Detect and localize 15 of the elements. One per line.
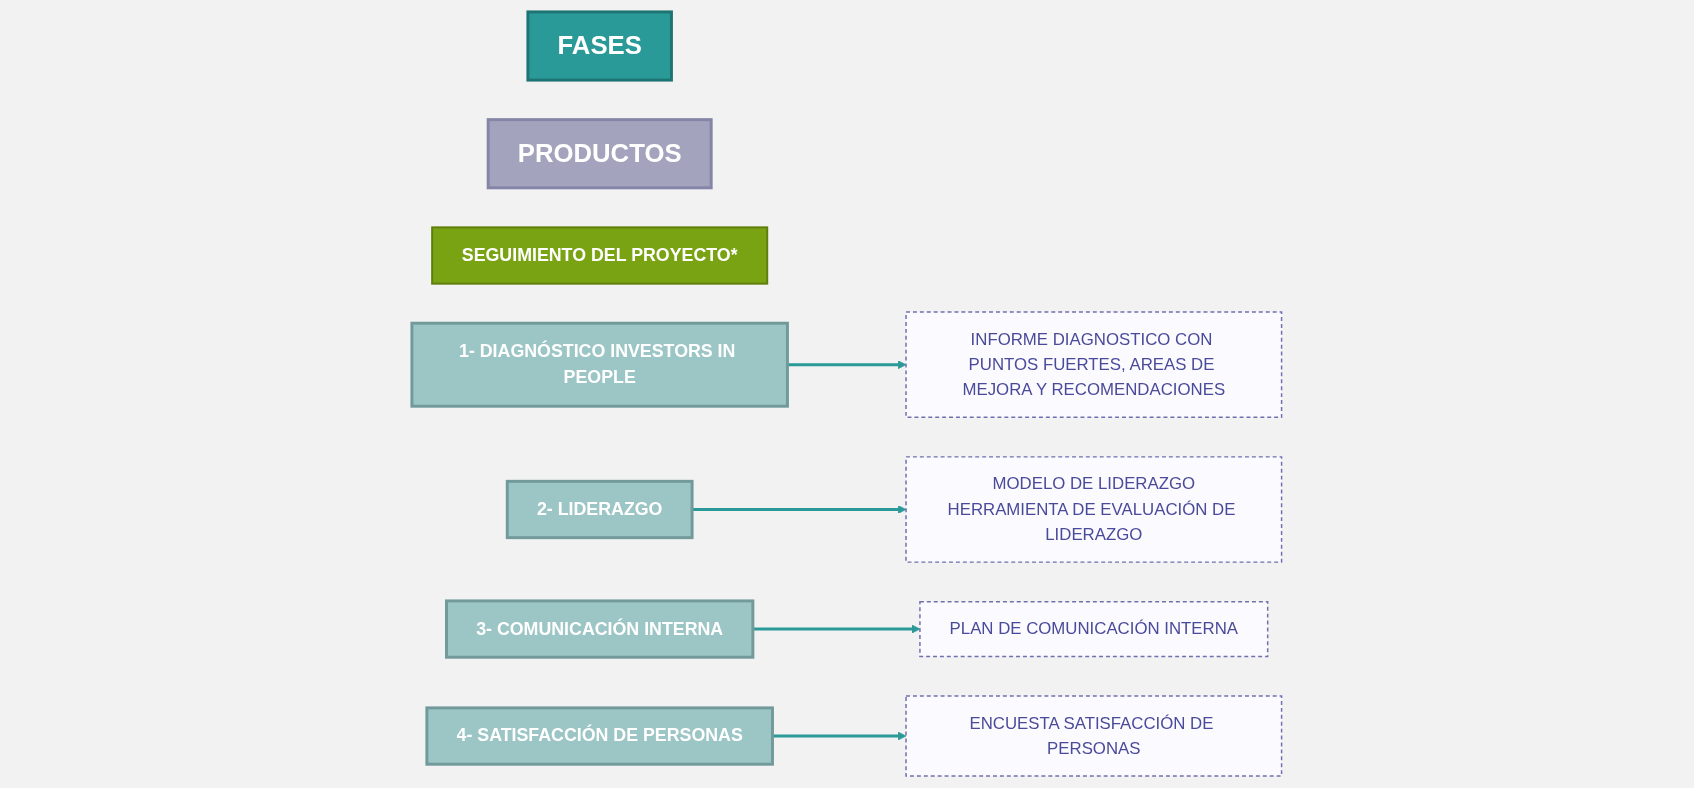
arrow — [753, 624, 921, 634]
node-box: MODELO DE LIDERAZGO HERRAMIENTA DE EVALUACIÓN DE LIDERAZGO — [905, 456, 1283, 563]
node-box: ENCUESTA SATISFACCIÓN DE PERSONAS — [905, 695, 1283, 777]
arrow — [787, 360, 907, 370]
node-box: FASES — [526, 10, 674, 82]
node-box: PLAN DE COMUNICACIÓN INTERNA — [919, 600, 1269, 658]
node-box: SEGUIMIENTO DEL PROYECTO* — [431, 226, 769, 285]
arrow — [772, 731, 907, 741]
arrow — [692, 505, 907, 514]
node-box: 1- DIAGNÓSTICO INVESTORS IN PEOPLE — [410, 321, 790, 408]
node-box: 4- SATISFACCIÓN DE PERSONAS — [425, 706, 775, 766]
node-box: 2- LIDERAZGO — [506, 479, 694, 540]
node-box: 3- COMUNICACIÓN INTERNA — [445, 599, 755, 659]
node-box: PRODUCTOS — [486, 118, 713, 190]
node-box: INFORME DIAGNOSTICO CON PUNTOS FUERTES, AREAS DE MEJORA Y RECOMENDACIONES — [905, 311, 1283, 419]
